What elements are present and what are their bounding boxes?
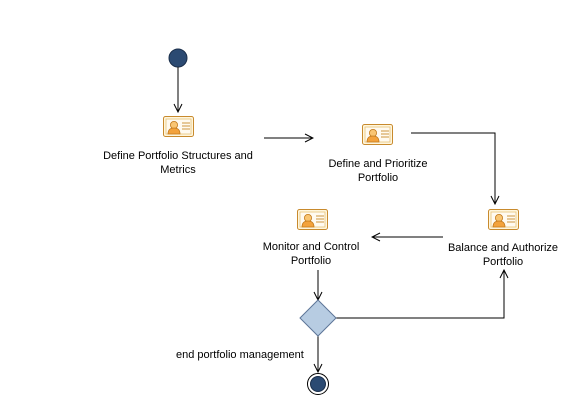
decision-node[interactable] [299,299,337,337]
guard-label: end portfolio management [176,349,304,361]
user-task-icon[interactable] [488,209,519,230]
user-task-icon[interactable] [163,116,194,137]
start-node[interactable] [168,48,188,68]
end-node-inner [310,376,326,392]
edge-decision-to-balance-authorize [336,270,504,319]
activity-label-monitor-control: Monitor and Control Portfolio [262,241,360,267]
user-task-icon[interactable] [297,209,328,230]
activity-label-balance-authorize: Balance and Authorize Portfolio [447,242,559,268]
activity-label-define-structures: Define Portfolio Structures and Metrics [103,150,253,176]
user-task-icon[interactable] [362,124,393,145]
activity-label-define-prioritize: Define and Prioritize Portfolio [328,158,428,184]
edge-define-prioritize-to-balance-authorize [411,132,495,204]
